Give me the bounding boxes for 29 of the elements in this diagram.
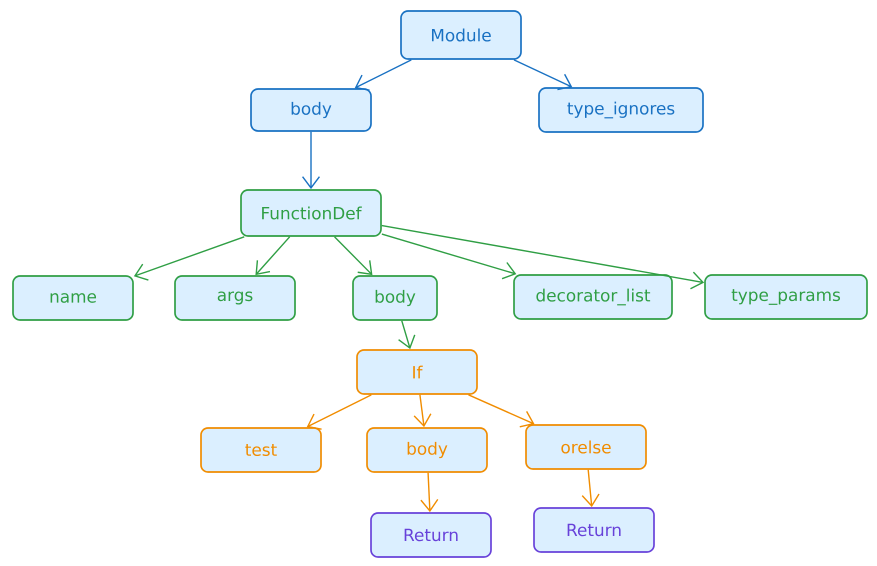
tree-node-box: Return	[533, 507, 655, 553]
tree-node-box: test	[200, 427, 322, 473]
arrow	[414, 394, 432, 428]
arrow	[382, 233, 516, 280]
tree-node-box: name	[12, 275, 134, 321]
arrow	[420, 472, 438, 512]
tree-node-box: body	[250, 88, 372, 132]
tree-node-box: args	[174, 275, 296, 321]
tree-node-box: type_ignores	[538, 87, 704, 133]
arrow	[255, 236, 290, 276]
arrow	[582, 470, 600, 508]
tree-node-box: type_params	[704, 274, 868, 320]
tree-node-box: FunctionDef	[240, 189, 382, 237]
tree-node-box: decorator_list	[513, 274, 673, 320]
arrow	[334, 236, 372, 276]
arrow	[302, 132, 320, 190]
tree-node-box: If	[356, 349, 478, 395]
tree-node-box: orelse	[525, 424, 647, 470]
arrow	[514, 59, 572, 90]
arrow	[398, 320, 416, 350]
tree-node-box: body	[352, 275, 438, 321]
tree-node-box: Module	[400, 10, 522, 60]
tree-node-box: Return	[370, 512, 492, 558]
tree-node-box: body	[366, 427, 488, 473]
arrow	[354, 59, 412, 91]
arrow	[468, 394, 535, 428]
arrow	[306, 394, 372, 430]
arrow	[382, 224, 704, 290]
arrow	[134, 236, 244, 281]
